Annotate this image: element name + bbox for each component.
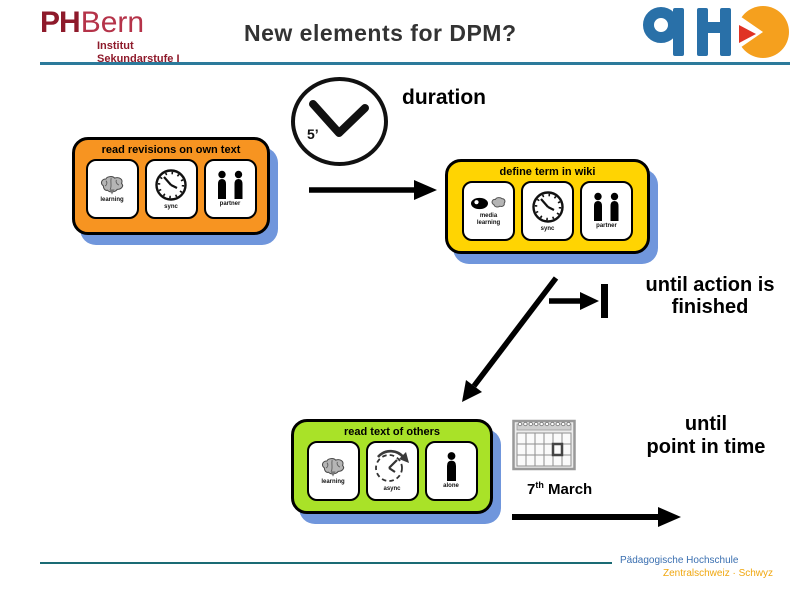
icon-label: partner <box>596 223 617 230</box>
icon-label: learning <box>100 196 124 203</box>
until-point-line1: until <box>684 413 728 435</box>
card-icon-row: learning sync <box>75 159 267 219</box>
icon-label: media learning <box>476 213 501 226</box>
two-persons-icon <box>217 171 242 200</box>
until-point-line2: point in time <box>646 436 766 458</box>
until-action-label: until action is finished <box>620 274 800 318</box>
calendar-icon <box>512 419 576 471</box>
date-day: 7 <box>527 481 536 498</box>
clock-icon <box>155 169 187 201</box>
person-icon <box>446 452 456 482</box>
activity-card-define-term: define term in wiki media learning <box>445 159 650 254</box>
eye-brain-icon <box>470 197 505 210</box>
date-month: March <box>548 481 593 498</box>
footer-institution: Pädagogische Hochschule <box>620 555 739 566</box>
phz-logo <box>643 6 789 58</box>
until-point-label: until point in time <box>616 413 796 459</box>
icon-label: sync <box>540 226 555 233</box>
two-persons-icon <box>594 193 619 222</box>
arrow-yellow-to-green <box>471 276 559 388</box>
icon-label: async <box>383 486 401 493</box>
icon-label: partner <box>219 201 241 208</box>
card-title: read revisions on own text <box>101 144 241 156</box>
icon-box-media-learning: media learning <box>462 181 515 241</box>
until-action-line1: until action is <box>645 274 775 296</box>
date-suffix: th <box>535 480 544 490</box>
phbern-wordmark: PHBern <box>40 8 180 38</box>
header-divider <box>40 62 790 65</box>
icon-box-sync: sync <box>144 159 198 219</box>
card-title: define term in wiki <box>499 166 596 178</box>
footer-region: Zentralschweiz · Schwyz <box>663 568 774 579</box>
icon-box-partner: partner <box>580 181 633 241</box>
card-icon-row: learning async alone <box>294 441 490 501</box>
brain-icon <box>321 457 345 477</box>
phbern-subtitle-line1: Institut <box>97 40 134 52</box>
icon-label: sync <box>164 204 178 211</box>
duration-value: 5’ <box>307 126 319 142</box>
icon-box-async: async <box>365 441 419 501</box>
activity-card-read-others: read text of others learning async <box>291 419 493 514</box>
activity-card-read-revisions: read revisions on own text learning sync <box>72 137 270 235</box>
end-bar <box>601 284 608 318</box>
icon-label: learning <box>321 478 345 485</box>
clock-icon <box>531 191 564 223</box>
page-title: New elements for DPM? <box>244 20 517 46</box>
card-title: read text of others <box>344 426 440 438</box>
clock-hands <box>309 100 369 137</box>
duration-label: duration <box>402 86 486 109</box>
icon-box-learning: learning <box>85 159 139 219</box>
card-icon-row: media learning sync <box>448 181 647 241</box>
clock-arrow-icon <box>375 450 409 483</box>
icon-box-alone: alone <box>424 441 478 501</box>
phbern-logo: PHBern Institut Sekundarstufe I <box>40 8 180 66</box>
phbern-ph-text: PH <box>40 6 81 39</box>
date-label: 7th March <box>527 480 592 498</box>
duration-clock-icon: 5’ <box>291 77 388 166</box>
icon-label: alone <box>443 483 459 490</box>
icon-box-partner: partner <box>203 159 257 219</box>
icon-box-learning: learning <box>306 441 360 501</box>
phbern-bern-text: Bern <box>80 6 145 39</box>
footer-divider <box>40 562 612 564</box>
icon-box-sync: sync <box>521 181 574 241</box>
until-action-line2: finished <box>671 296 749 318</box>
brain-icon <box>100 175 124 195</box>
